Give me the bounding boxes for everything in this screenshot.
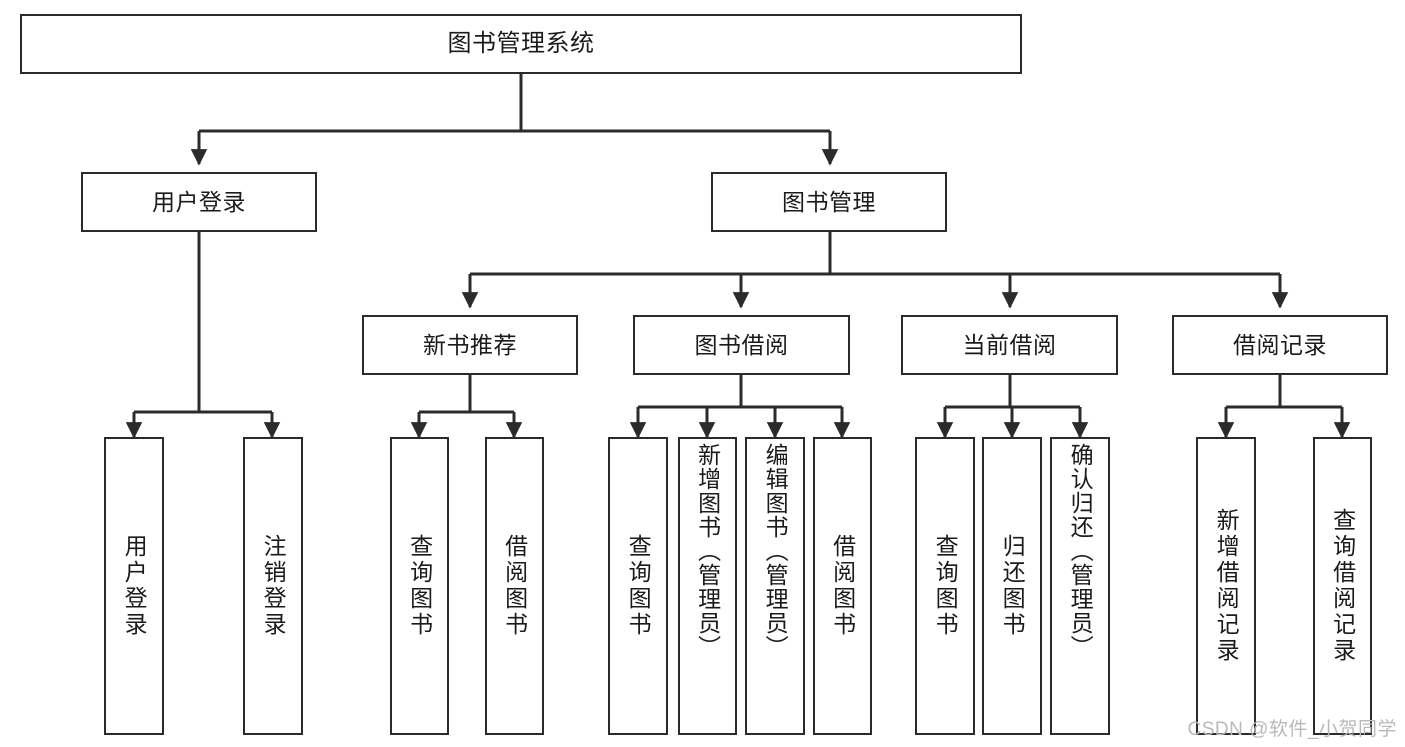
leaf-borrow-book[interactable]: 借阅图书 [813, 437, 872, 735]
leaf-borrow-book-recommend[interactable]: 借阅图书 [485, 437, 544, 735]
leaf-search-book-recommend[interactable]: 查询图书 [390, 437, 449, 735]
leaf-search-book-current[interactable]: 查询图书 [915, 437, 975, 735]
node-label: 用户登录 [121, 534, 148, 638]
node-label: 用户登录 [152, 188, 246, 215]
leaf-add-book-admin[interactable]: 新增图书（管理员） [678, 437, 737, 735]
csdn-watermark: CSDN @软件_小贺同学 [1187, 719, 1397, 740]
node-label: 新增图书（管理员） [694, 443, 721, 659]
node-current-borrow[interactable]: 当前借阅 [901, 315, 1118, 375]
node-book-borrow[interactable]: 图书借阅 [633, 315, 850, 375]
node-label: 图书管理系统 [447, 30, 595, 58]
node-label: 查询借阅记录 [1329, 508, 1356, 664]
node-label: 借阅图书 [501, 534, 528, 638]
node-label: 当前借阅 [962, 331, 1057, 358]
node-label: 编辑图书（管理员） [762, 443, 789, 659]
leaf-user-login[interactable]: 用户登录 [104, 437, 164, 735]
node-label: 查询图书 [406, 534, 433, 638]
node-label: 图书借阅 [694, 331, 789, 358]
node-label: 借阅图书 [829, 534, 856, 638]
node-label: 借阅记录 [1233, 331, 1327, 358]
node-book-management-system[interactable]: 图书管理系统 [20, 14, 1022, 74]
leaf-user-logout[interactable]: 注销登录 [243, 437, 303, 735]
node-label: 查询图书 [625, 534, 652, 638]
node-label: 查询图书 [932, 534, 959, 638]
node-borrow-record[interactable]: 借阅记录 [1172, 315, 1388, 375]
node-label: 注销登录 [260, 534, 287, 638]
node-label: 新书推荐 [423, 331, 517, 358]
leaf-confirm-return-admin[interactable]: 确认归还（管理员） [1050, 437, 1110, 735]
node-book-management[interactable]: 图书管理 [711, 172, 947, 232]
node-label: 图书管理 [782, 188, 876, 215]
node-label: 确认归还（管理员） [1067, 443, 1094, 659]
node-label: 新增借阅记录 [1213, 508, 1240, 664]
node-user-login[interactable]: 用户登录 [81, 172, 317, 232]
node-new-book-recommend[interactable]: 新书推荐 [362, 315, 578, 375]
leaf-edit-book-admin[interactable]: 编辑图书（管理员） [745, 437, 805, 735]
leaf-search-borrow-record[interactable]: 查询借阅记录 [1313, 437, 1372, 735]
leaf-add-borrow-record[interactable]: 新增借阅记录 [1196, 437, 1256, 735]
leaf-return-book[interactable]: 归还图书 [982, 437, 1042, 735]
leaf-search-book-borrow[interactable]: 查询图书 [608, 437, 668, 735]
node-label: 归还图书 [999, 534, 1026, 638]
